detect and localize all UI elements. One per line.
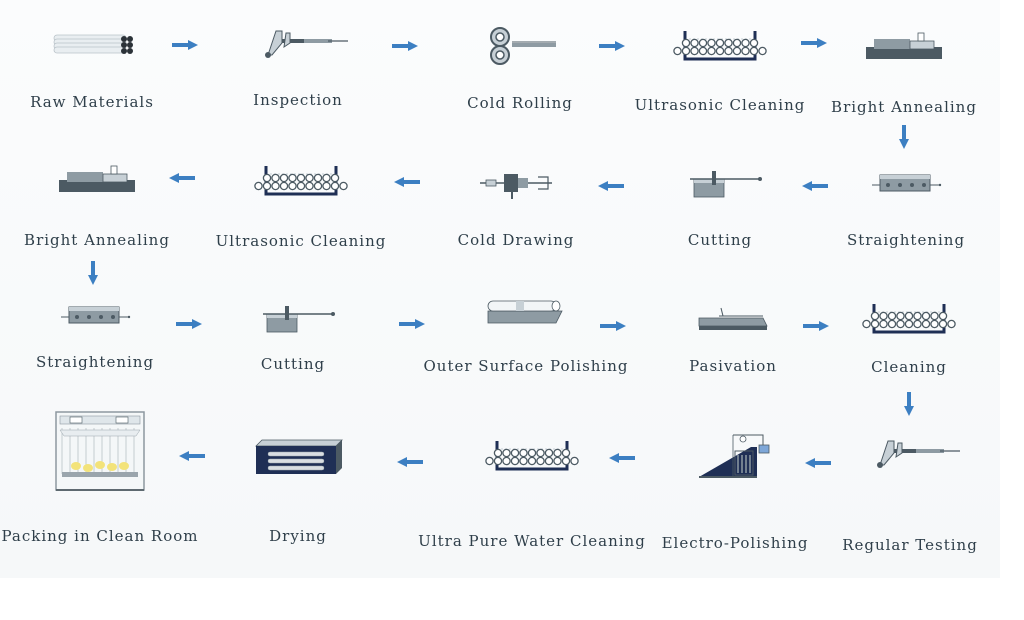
flow-arrow-icon: [169, 173, 195, 183]
flow-arrow-icon: [802, 181, 828, 191]
flow-arrow-icon: [399, 319, 425, 329]
flow-arrow-icon: [179, 451, 205, 461]
step-label: Electro-Polishing: [661, 534, 809, 552]
step-label: Ultrasonic Cleaning: [215, 232, 387, 250]
step-label: Raw Materials: [30, 93, 154, 111]
diagram-background: [0, 0, 1000, 578]
step-label: Cold Rolling: [467, 94, 573, 112]
flow-arrow-icon: [801, 38, 827, 48]
flow-arrow-icon: [598, 181, 624, 191]
step-label: Bright Annealing: [831, 98, 977, 116]
step-label: Cutting: [687, 231, 753, 249]
flow-arrow-icon: [176, 319, 202, 329]
flow-arrow-icon: [392, 41, 418, 51]
step-label: Regular Testing: [842, 536, 978, 554]
flow-arrow-icon: [172, 40, 198, 50]
step-label: Cleaning: [871, 358, 947, 376]
step-label: Pasivation: [689, 357, 777, 375]
step-label: Ultrasonic Cleaning: [634, 96, 806, 114]
flow-arrow-icon: [609, 453, 635, 463]
flow-arrow-icon: [88, 261, 98, 285]
step-label: Packing in Clean Room: [1, 527, 199, 545]
flow-arrow-icon: [599, 41, 625, 51]
step-label: Ultra Pure Water Cleaning: [418, 532, 646, 550]
flow-arrow-icon: [904, 392, 914, 416]
step-label: Straightening: [846, 231, 966, 249]
flow-arrow-icon: [397, 457, 423, 467]
step-label: Outer Surface Polishing: [423, 357, 629, 375]
flow-arrow-icon: [394, 177, 420, 187]
flow-arrow-icon: [600, 321, 626, 331]
step-label: Bright Annealing: [24, 231, 170, 249]
step-label: Cutting: [260, 355, 326, 373]
flow-arrow-icon: [803, 321, 829, 331]
step-label: Straightening: [35, 353, 155, 371]
flow-arrow-icon: [805, 458, 831, 468]
step-label: Inspection: [253, 91, 343, 109]
flow-arrow-icon: [899, 125, 909, 149]
step-label: Drying: [269, 527, 327, 545]
step-label: Cold Drawing: [457, 231, 575, 249]
